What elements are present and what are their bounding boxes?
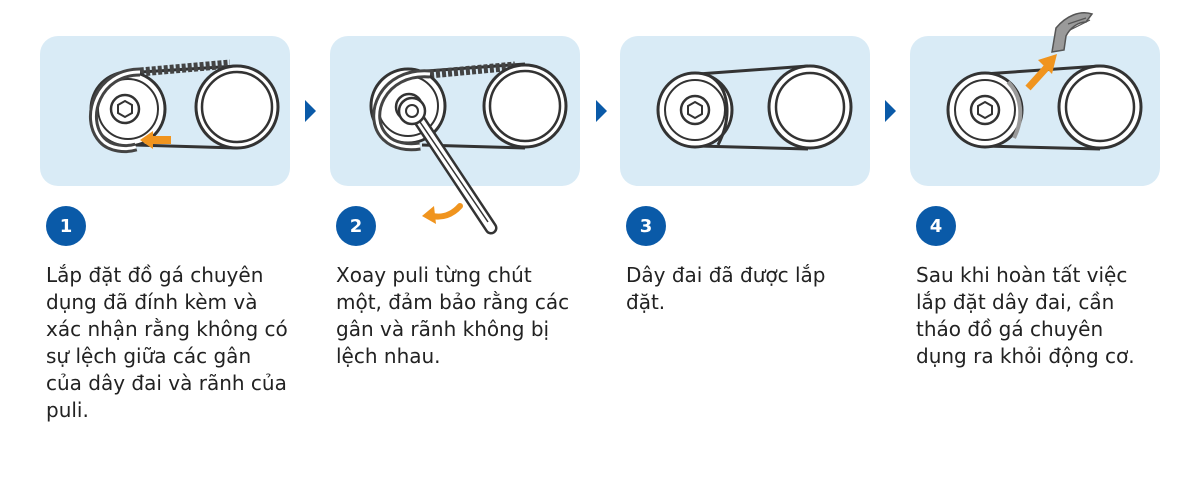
step-2-description: Xoay puli từng chút một, đảm bảo rằng cá… bbox=[336, 263, 570, 368]
step-1-description: Lắp đặt đồ gá chuyên dụng đã đính kèm và… bbox=[46, 263, 288, 422]
step-arrow-icon bbox=[885, 100, 896, 122]
step-3-description: Dây đai đã được lắp đặt. bbox=[626, 263, 826, 314]
step-3-badge: 3 bbox=[626, 206, 666, 246]
jig-icon bbox=[1051, 12, 1094, 53]
step-4: 4 Sau khi hoàn tất việc lắp đặt dây đai,… bbox=[910, 0, 1160, 500]
step-1-illustration bbox=[88, 59, 280, 153]
step-4-badge: 4 bbox=[916, 206, 956, 246]
step-2: 2 Xoay puli từng chút một, đảm bảo rằng … bbox=[330, 0, 580, 500]
step-2-illustration bbox=[369, 61, 568, 235]
step-arrow-icon bbox=[596, 100, 607, 122]
step-1-badge: 1 bbox=[46, 206, 86, 246]
step-2-badge: 2 bbox=[336, 206, 376, 246]
step-4-illustration bbox=[946, 12, 1143, 151]
remove-arrow-icon bbox=[1038, 54, 1057, 74]
step-1: 1 Lắp đặt đồ gá chuyên dụng đã đính kèm … bbox=[40, 0, 290, 500]
rotate-arrow-icon bbox=[429, 203, 463, 220]
orange-arrow-icon bbox=[140, 131, 171, 149]
step-4-description: Sau khi hoàn tất việc lắp đặt dây đai, c… bbox=[916, 263, 1135, 368]
step-3-illustration bbox=[656, 64, 853, 151]
step-3: 3 Dây đai đã được lắp đặt. bbox=[620, 0, 870, 500]
step-arrow-icon bbox=[305, 100, 316, 122]
